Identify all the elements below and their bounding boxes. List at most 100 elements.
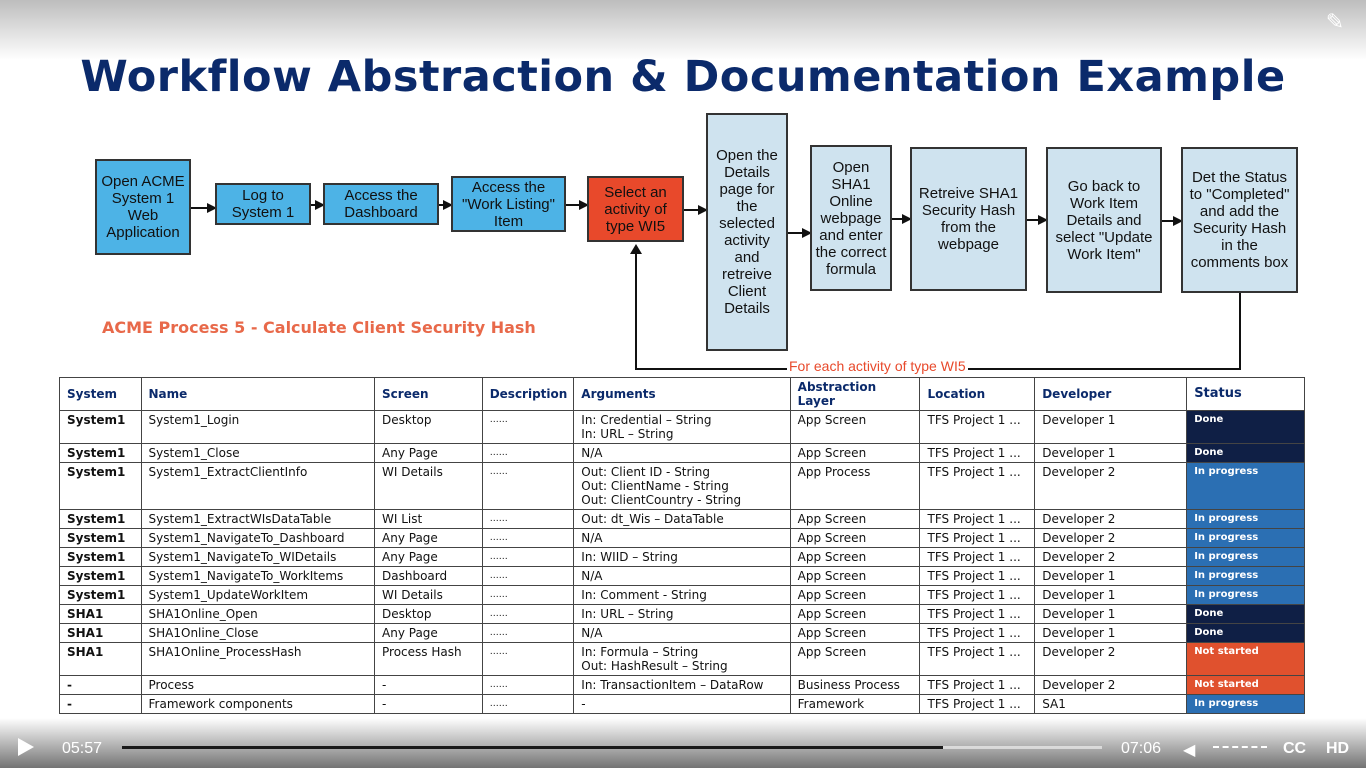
process-label: ACME Process 5 - Calculate Client Securi… — [102, 318, 536, 337]
cell-location: TFS Project 1 ... — [919, 642, 1036, 676]
cell-description: …… — [481, 566, 575, 586]
cell-layer: App Screen — [789, 585, 921, 605]
cell-system: System1 — [59, 443, 142, 463]
cell-arguments: N/A — [573, 528, 791, 548]
play-icon[interactable] — [18, 738, 34, 756]
captions-button[interactable]: CC — [1283, 740, 1307, 757]
cell-system: - — [59, 675, 142, 695]
cell-name: SHA1Online_Close — [140, 623, 376, 643]
total-time: 07:06 — [1121, 740, 1162, 757]
cell-layer: App Screen — [789, 642, 921, 676]
cell-name: System1_Close — [140, 443, 376, 463]
cell-location: TFS Project 1 ... — [919, 443, 1036, 463]
volume-slider[interactable] — [1213, 746, 1267, 750]
cell-screen: Desktop — [374, 410, 483, 444]
cell-location: TFS Project 1 ... — [919, 410, 1036, 444]
column-header: Description — [481, 377, 575, 411]
loop-label: For each activity of type WI5 — [787, 358, 968, 374]
volume-icon[interactable]: ◀ — [1183, 742, 1196, 759]
cell-status: In progress — [1186, 694, 1305, 714]
cell-description: …… — [481, 509, 575, 529]
cell-location: TFS Project 1 ... — [919, 604, 1036, 624]
cell-arguments: - — [573, 694, 791, 714]
cell-description: …… — [481, 410, 575, 444]
cell-name: System1_NavigateTo_Dashboard — [140, 528, 376, 548]
cell-arguments: In: Comment - String — [573, 585, 791, 605]
cell-developer: SA1 — [1034, 694, 1188, 714]
flow-step: Log to System 1 — [215, 183, 311, 225]
cell-developer: Developer 2 — [1034, 528, 1188, 548]
quality-button[interactable]: HD — [1326, 740, 1350, 757]
flow-step: Det the Status to "Completed" and add th… — [1181, 147, 1298, 293]
cell-status: In progress — [1186, 509, 1305, 529]
cell-status: In progress — [1186, 585, 1305, 605]
flow-step: Retreive SHA1 Security Hash from the web… — [910, 147, 1027, 291]
cell-layer: App Screen — [789, 410, 921, 444]
cell-location: TFS Project 1 ... — [919, 623, 1036, 643]
cell-arguments: N/A — [573, 443, 791, 463]
column-header: Arguments — [573, 377, 791, 411]
column-header: Name — [140, 377, 376, 411]
cell-developer: Developer 2 — [1034, 509, 1188, 529]
flow-step: Open the Details page for the selected a… — [706, 113, 788, 351]
cell-description: …… — [481, 604, 575, 624]
pin-icon[interactable]: ✎ — [1325, 10, 1345, 35]
cell-name: SHA1Online_Open — [140, 604, 376, 624]
cell-screen: WI Details — [374, 585, 483, 605]
cell-layer: App Screen — [789, 547, 921, 567]
cell-arguments: In: Credential – String In: URL – String — [573, 410, 791, 444]
progress-track[interactable] — [122, 746, 1102, 749]
loop-line-left — [635, 252, 637, 370]
cell-name: System1_UpdateWorkItem — [140, 585, 376, 605]
cell-description: …… — [481, 462, 575, 510]
cell-description: …… — [481, 694, 575, 714]
cell-screen: - — [374, 675, 483, 695]
cell-arguments: N/A — [573, 623, 791, 643]
cell-status: Not started — [1186, 675, 1305, 695]
cell-system: System1 — [59, 509, 142, 529]
cell-developer: Developer 1 — [1034, 623, 1188, 643]
cell-location: TFS Project 1 ... — [919, 547, 1036, 567]
cell-location: TFS Project 1 ... — [919, 462, 1036, 510]
cell-system: SHA1 — [59, 623, 142, 643]
flow-arrow — [788, 228, 812, 238]
cell-status: Done — [1186, 443, 1305, 463]
cell-screen: Any Page — [374, 547, 483, 567]
cell-name: System1_NavigateTo_WIDetails — [140, 547, 376, 567]
cell-layer: App Screen — [789, 566, 921, 586]
cell-arguments: In: WIID – String — [573, 547, 791, 567]
cell-status: In progress — [1186, 528, 1305, 548]
flow-step: Select an activity of type WI5 — [587, 176, 684, 242]
cell-layer: App Screen — [789, 528, 921, 548]
cell-system: System1 — [59, 462, 142, 510]
cell-developer: Developer 1 — [1034, 585, 1188, 605]
flow-arrow — [1162, 216, 1183, 226]
column-header: Screen — [374, 377, 483, 411]
cell-layer: Business Process — [789, 675, 921, 695]
cell-arguments: Out: dt_Wis – DataTable — [573, 509, 791, 529]
cell-layer: Framework — [789, 694, 921, 714]
cell-status: Done — [1186, 410, 1305, 444]
cell-system: System1 — [59, 410, 142, 444]
cell-screen: WI Details — [374, 462, 483, 510]
column-header: Developer — [1034, 377, 1188, 411]
cell-description: …… — [481, 443, 575, 463]
flow-step: Go back to Work Item Details and select … — [1046, 147, 1162, 293]
cell-screen: WI List — [374, 509, 483, 529]
table-row: -Process-……In: TransactionItem – DataRow… — [59, 675, 1305, 695]
cell-location: TFS Project 1 ... — [919, 585, 1036, 605]
column-header: System — [59, 377, 142, 411]
cell-status: In progress — [1186, 547, 1305, 567]
cell-screen: Any Page — [374, 443, 483, 463]
cell-location: TFS Project 1 ... — [919, 694, 1036, 714]
cell-system: System1 — [59, 585, 142, 605]
